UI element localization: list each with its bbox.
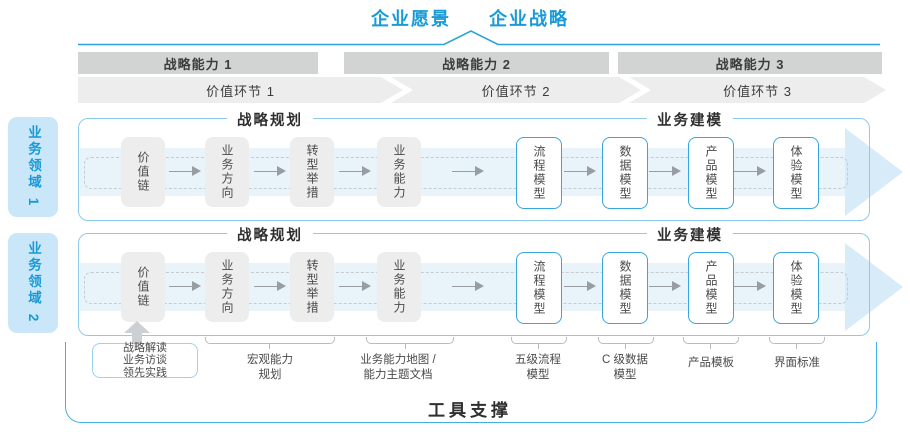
planning-header-row1: 战略规划	[227, 109, 313, 130]
brace-ui-icon	[769, 337, 825, 344]
box-experience-model-row2: 体验模型	[773, 252, 819, 324]
brace-data-icon	[598, 337, 654, 344]
dashed-track-row1	[84, 157, 848, 189]
flow-arrow-icon	[339, 166, 371, 177]
planning-header-row2: 战略规划	[227, 224, 313, 245]
box-product-model-row1: 产品模型	[688, 137, 734, 209]
brace-stem-icon	[538, 343, 539, 349]
box-data-model-row2: 数据模型	[602, 252, 648, 324]
brace-capability-map-icon	[366, 337, 454, 344]
brace-macro-icon	[205, 337, 335, 344]
flow-arrow-icon	[169, 166, 201, 177]
box-value-chain-row2: 价值链	[121, 252, 165, 322]
tool-support-container	[65, 342, 877, 423]
brace-stem-icon	[405, 343, 406, 349]
box-value-chain-row1: 价值链	[121, 137, 165, 207]
capability-bar-1: 战略能力 1	[78, 52, 318, 74]
footnote-process-model: 五级流程 模型	[515, 354, 561, 381]
box-product-model-row2: 产品模型	[688, 252, 734, 324]
flow-arrow-icon	[734, 281, 766, 292]
value-chevron-3: 价值环节 3	[629, 77, 886, 103]
capability-bar-2: 战略能力 2	[344, 52, 609, 74]
value-chevron-1: 价值环节 1	[78, 77, 403, 103]
flow-arrow-icon	[734, 166, 766, 177]
flow-arrow-icon	[649, 166, 681, 177]
box-process-model-row1: 流程模型	[516, 137, 562, 209]
practice-note-box: 战略解读 业务访谈 领先实践	[92, 342, 198, 379]
flow-arrowhead-row1-icon	[845, 128, 903, 216]
brace-stem-icon	[269, 343, 270, 349]
domain-tab-2: 业务领域 2	[8, 233, 58, 333]
footnote-capability-map: 业务能力地图 / 能力主题文档	[360, 354, 436, 381]
footnote-data-model: C 级数据 模型	[602, 354, 648, 381]
brace-process-icon	[511, 337, 567, 344]
flow-arrowhead-row2-icon	[845, 243, 903, 331]
box-business-direction-row2: 业务方向	[205, 252, 249, 322]
flow-arrow-icon	[254, 166, 286, 177]
box-transformation-row1: 转型举措	[290, 137, 334, 207]
flow-arrow-icon	[452, 166, 484, 177]
brace-stem-icon	[710, 343, 711, 349]
box-transformation-row2: 转型举措	[290, 252, 334, 322]
flow-arrow-icon	[564, 281, 596, 292]
flow-arrow-icon	[339, 281, 371, 292]
flow-arrow-icon	[169, 281, 201, 292]
flow-arrow-icon	[254, 281, 286, 292]
vision-pointer-line	[78, 30, 880, 46]
capability-bar-3: 战略能力 3	[618, 52, 882, 74]
brace-product-icon	[683, 337, 739, 344]
brace-stem-icon	[796, 343, 797, 349]
footnote-macro-capability: 宏观能力 规划	[247, 354, 293, 381]
modeling-header-row1: 业务建模	[647, 109, 733, 130]
box-business-capability-row1: 业务能力	[377, 137, 421, 207]
footnote-product-template: 产品模板	[688, 357, 734, 369]
flow-arrow-icon	[452, 281, 484, 292]
vision-title: 企业愿景	[371, 9, 451, 29]
brace-stem-icon	[625, 343, 626, 349]
domain-tab-1: 业务领域 1	[8, 117, 58, 217]
modeling-header-row2: 业务建模	[647, 224, 733, 245]
box-experience-model-row1: 体验模型	[773, 137, 819, 209]
strategy-title: 企业战略	[489, 9, 569, 29]
box-data-model-row1: 数据模型	[602, 137, 648, 209]
box-process-model-row2: 流程模型	[516, 252, 562, 324]
tool-support-label: 工具支撑	[428, 401, 512, 420]
box-business-direction-row1: 业务方向	[205, 137, 249, 207]
footnote-ui-standard: 界面标准	[774, 357, 820, 369]
header-titles: 企业愿景 企业战略	[371, 5, 569, 31]
value-chevron-2: 价值环节 2	[391, 77, 641, 103]
dashed-track-row2	[84, 272, 848, 304]
flow-arrow-icon	[649, 281, 681, 292]
flow-arrow-icon	[564, 166, 596, 177]
up-arrow-icon	[124, 321, 150, 343]
box-business-capability-row2: 业务能力	[377, 252, 421, 322]
